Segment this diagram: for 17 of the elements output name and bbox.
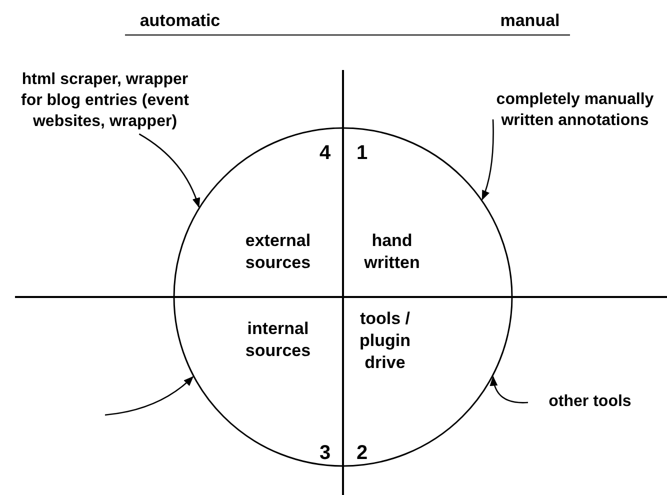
axis-label: automatic xyxy=(138,10,222,32)
quadrant-number: 2 xyxy=(355,441,369,466)
quadrant-label: tools / plugin drive xyxy=(358,308,412,374)
quadrant-label: hand written xyxy=(363,230,421,274)
quadrant-number: 3 xyxy=(318,441,332,466)
quadrant-number: 4 xyxy=(318,141,332,166)
axis-label: manual xyxy=(499,10,561,32)
annotation-text: html scraper, wrapper for blog entries (event websites, wrapper) xyxy=(10,70,200,132)
arrow xyxy=(104,376,194,416)
quadrant-label: internal sources xyxy=(244,318,312,362)
arrow xyxy=(490,376,528,404)
annotation-text: completely manually written annotations xyxy=(495,90,655,132)
arrow xyxy=(138,133,200,208)
annotation-text: other tools xyxy=(530,392,650,413)
arrow xyxy=(482,119,494,200)
quadrant-label: external sources xyxy=(244,230,312,274)
quadrant-number: 1 xyxy=(355,141,369,166)
